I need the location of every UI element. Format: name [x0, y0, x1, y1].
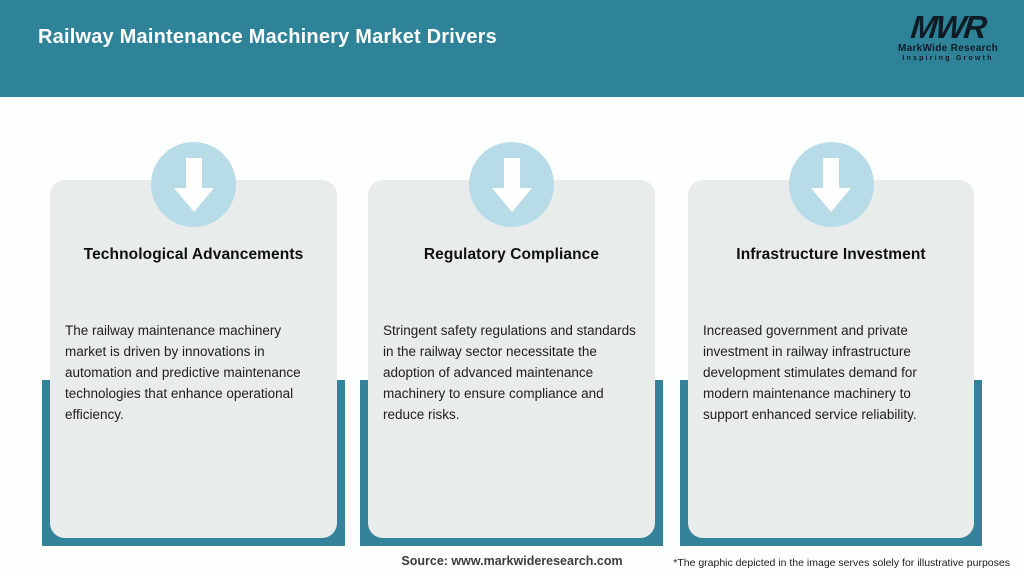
driver-card-infrastructure-investment: Infrastructure Investment Increased gove… [680, 142, 982, 546]
card-body-text: Increased government and private investm… [703, 323, 917, 422]
card-title: Regulatory Compliance [423, 246, 600, 263]
card-title: Technological Advancements [83, 246, 304, 263]
logo-tagline: Inspiring Growth [902, 55, 994, 62]
driver-card-regulatory-compliance: Regulatory Compliance Stringent safety r… [360, 142, 663, 546]
header-bar: Railway Maintenance Machinery Market Dri… [0, 0, 1024, 97]
down-arrow-icon [469, 142, 554, 227]
source-attribution: Source: www.markwideresearch.com [401, 554, 623, 568]
card-body-text: Stringent safety regulations and standar… [383, 323, 636, 422]
card-body-text: The railway maintenance machinery market… [65, 323, 301, 422]
card-title: Infrastructure Investment [736, 246, 926, 263]
logo-name: MarkWide Research [897, 43, 999, 54]
disclaimer-note: *The graphic depicted in the image serve… [673, 557, 1010, 569]
card-panel: Regulatory Compliance Stringent safety r… [368, 180, 655, 538]
page-title: Railway Maintenance Machinery Market Dri… [38, 26, 497, 48]
card-panel: Infrastructure Investment Increased gove… [688, 180, 974, 538]
driver-card-technological-advancements: Technological Advancements The railway m… [42, 142, 345, 546]
card-panel: Technological Advancements The railway m… [50, 180, 337, 538]
down-arrow-icon [151, 142, 236, 227]
markwide-research-logo: MWR MarkWide Research Inspiring Growth [888, 9, 1008, 62]
down-arrow-icon [788, 142, 874, 227]
logo-monogram: MWR [909, 9, 987, 45]
